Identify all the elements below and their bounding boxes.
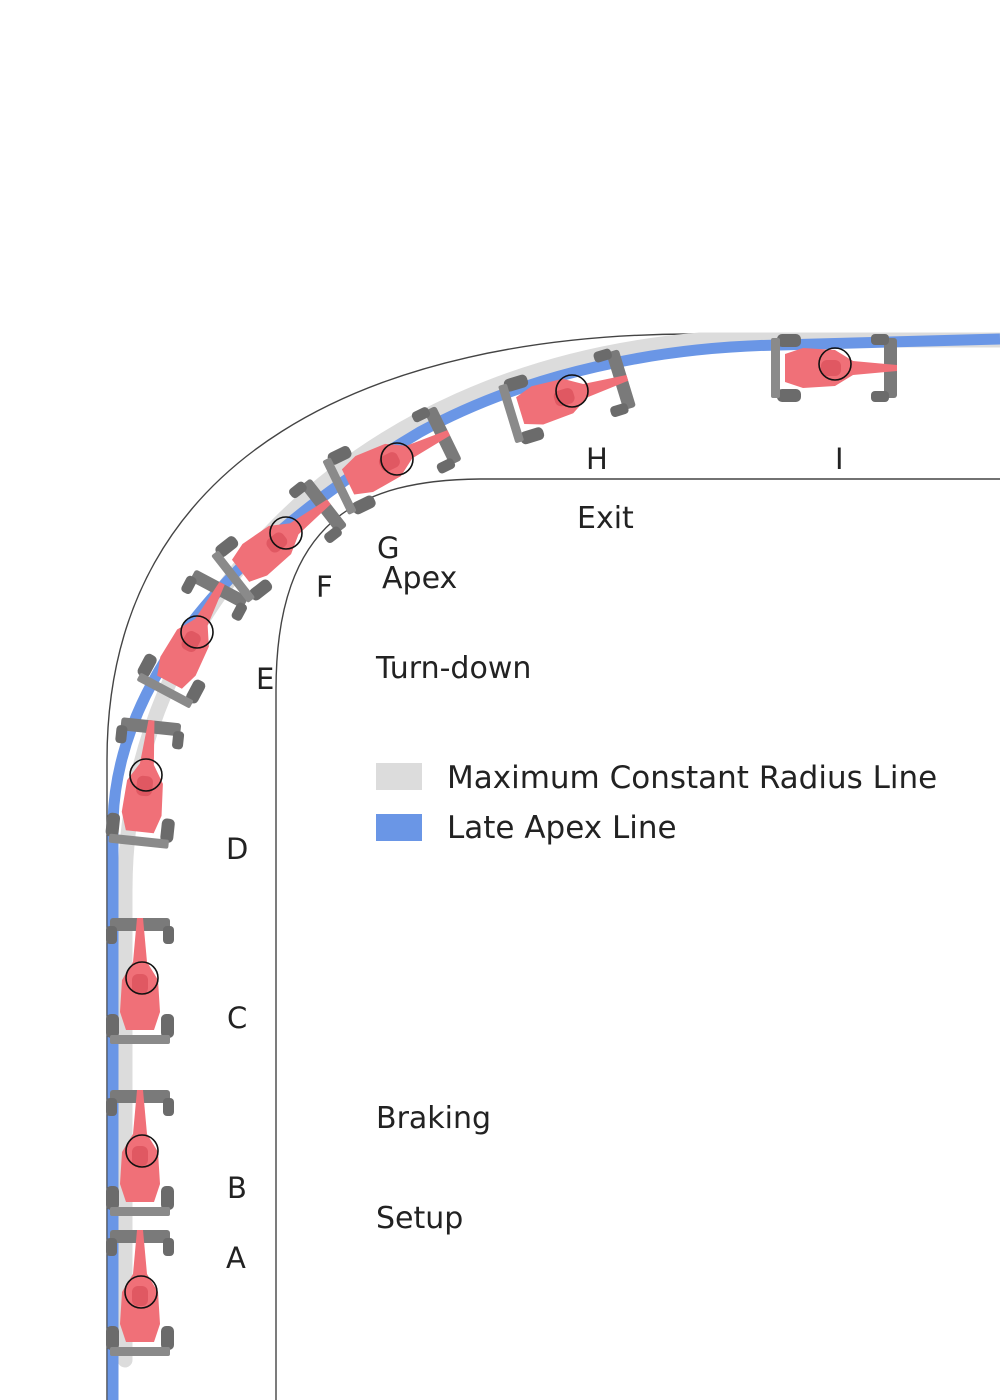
position-marker-f — [269, 516, 303, 550]
late-apex-line — [107, 333, 1000, 1400]
phase-label-setup: Setup — [376, 1201, 463, 1236]
point-label-b: B — [227, 1171, 247, 1205]
position-marker-d — [129, 758, 163, 792]
point-label-c: C — [227, 1001, 247, 1035]
point-label-d: D — [226, 832, 248, 866]
point-label-g: G — [377, 531, 399, 565]
point-label-i: I — [835, 442, 844, 476]
legend-swatch-late-apex — [376, 814, 422, 841]
track-inner-edge — [275, 478, 1000, 1400]
phase-label-apex: Apex — [382, 561, 457, 596]
max-constant-radius-line — [117, 332, 1000, 1368]
point-label-f: F — [316, 570, 333, 604]
position-marker-g — [380, 442, 414, 476]
position-marker-e — [180, 615, 214, 649]
phase-label-braking: Braking — [376, 1101, 491, 1136]
phase-label-exit: Exit — [577, 501, 634, 536]
legend-swatch-max-constant-radius — [376, 763, 422, 790]
track-outer-edge — [106, 333, 1000, 1400]
legend-label-max-constant-radius: Maximum Constant Radius Line — [447, 760, 937, 796]
phase-label-turn-down: Turn-down — [375, 651, 531, 686]
position-marker-a — [124, 1275, 158, 1309]
point-label-a: A — [226, 1241, 246, 1275]
point-label-h: H — [586, 442, 608, 476]
car-g — [320, 402, 464, 519]
legend-label-late-apex: Late Apex Line — [447, 810, 677, 846]
legend: Maximum Constant Radius Line Late Apex L… — [376, 760, 937, 846]
position-marker-i — [818, 347, 852, 381]
position-marker-b — [125, 1134, 159, 1168]
position-marker-c — [125, 961, 159, 995]
position-marker-h — [555, 374, 589, 408]
point-label-e: E — [256, 662, 274, 696]
